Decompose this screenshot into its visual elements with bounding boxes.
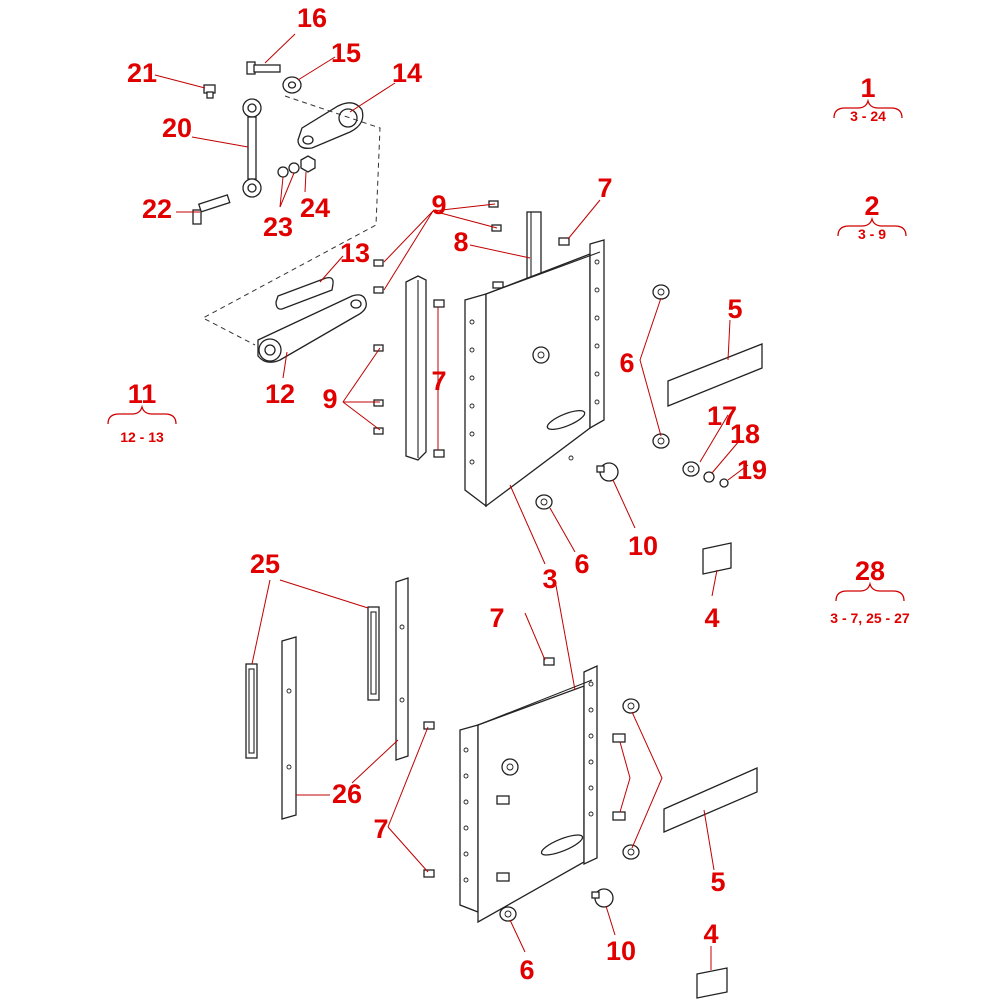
group-11-range: 12 - 13 — [120, 429, 164, 445]
group-2-number: 2 — [864, 191, 879, 221]
part-14-lever — [297, 102, 364, 149]
upper-slide-assembly — [373, 200, 763, 575]
part-18-washer — [703, 471, 715, 483]
callout-numbers: 16 15 14 21 20 22 23 24 9 7 8 13 12 9 7 … — [127, 3, 767, 985]
part-19-nut — [719, 478, 729, 488]
lower-slide-assembly — [245, 577, 758, 999]
callout-3: 3 — [542, 564, 557, 594]
part-7-screw — [558, 237, 570, 246]
group-1-range: 3 - 24 — [850, 108, 886, 124]
group-28-range: 3 - 7, 25 - 27 — [830, 610, 910, 626]
callout-16: 16 — [297, 3, 327, 33]
part-12-arm — [257, 294, 367, 363]
group-2-range: 3 - 9 — [858, 226, 886, 242]
part-25-rails — [245, 606, 380, 759]
linkage-assembly — [192, 61, 381, 363]
part-7-screw — [543, 657, 555, 666]
group-28-number: 28 — [855, 556, 885, 586]
part-17-washer — [682, 461, 700, 477]
callout-18: 18 — [730, 419, 760, 449]
part-22-pin — [192, 194, 231, 225]
callout-8: 8 — [453, 227, 468, 257]
callout-20: 20 — [162, 113, 192, 143]
callout-26: 26 — [332, 779, 362, 809]
group-labels: 1 3 - 24 2 3 - 9 11 12 - 13 28 3 - 7, 25… — [120, 73, 910, 626]
callout-25: 25 — [250, 549, 280, 579]
part-21-bolt — [203, 84, 216, 99]
callout-7-mid: 7 — [431, 366, 446, 396]
part-20-rod-end — [242, 98, 262, 198]
part-24-nut — [300, 155, 316, 173]
side-rail — [405, 275, 427, 461]
callout-9-top: 9 — [431, 190, 446, 220]
part-23-washers — [277, 162, 300, 178]
part-7-screw — [423, 721, 435, 730]
callout-15: 15 — [331, 38, 361, 68]
callout-19: 19 — [737, 455, 767, 485]
part-7-screw — [433, 449, 445, 458]
callout-6-upper: 6 — [619, 348, 634, 378]
callout-9-mid: 9 — [322, 384, 337, 414]
callout-4-upper: 4 — [704, 603, 719, 633]
part-10-knob — [591, 888, 614, 908]
callout-12: 12 — [265, 379, 295, 409]
callout-4-lower: 4 — [703, 919, 718, 949]
part-6-rollers — [499, 698, 640, 922]
part-10-knob — [596, 462, 619, 482]
callout-10-upper: 10 — [628, 531, 658, 561]
leader-lines — [154, 33, 749, 970]
callout-22: 22 — [142, 194, 172, 224]
part-15-washer — [282, 76, 302, 94]
part-8-rail — [526, 211, 542, 283]
callout-7-lower: 7 — [373, 814, 388, 844]
callout-14: 14 — [392, 58, 422, 88]
part-4-label — [696, 967, 728, 999]
callout-5-lower: 5 — [710, 867, 725, 897]
callout-10-lower: 10 — [606, 936, 636, 966]
callout-7-top: 7 — [597, 173, 612, 203]
part-5-label — [663, 767, 758, 833]
part-4-label — [702, 542, 732, 575]
callout-21: 21 — [127, 58, 157, 88]
group-11-number: 11 — [128, 379, 157, 409]
part-5-label — [667, 343, 763, 407]
callout-17: 17 — [707, 401, 737, 431]
part-7-screw — [433, 299, 445, 308]
callout-6-middle: 6 — [574, 549, 589, 579]
part-6-rollers — [535, 284, 670, 510]
group-1-number: 1 — [860, 73, 875, 103]
part-7-screw — [423, 869, 435, 878]
callout-7-lower-top: 7 — [489, 603, 504, 633]
callout-5-upper: 5 — [727, 294, 742, 324]
part-13-strap — [275, 276, 334, 310]
callout-13: 13 — [340, 238, 370, 268]
part-7-screw — [492, 281, 504, 289]
callout-6-lower: 6 — [519, 955, 534, 985]
callout-23: 23 — [263, 212, 293, 242]
part-3-slide-plate — [464, 239, 605, 508]
part-16-bolt — [246, 61, 281, 75]
part-3-slide-plate — [459, 664, 598, 924]
callout-24: 24 — [300, 193, 330, 223]
part-26-bars — [281, 577, 409, 820]
group-braces — [107, 98, 907, 602]
